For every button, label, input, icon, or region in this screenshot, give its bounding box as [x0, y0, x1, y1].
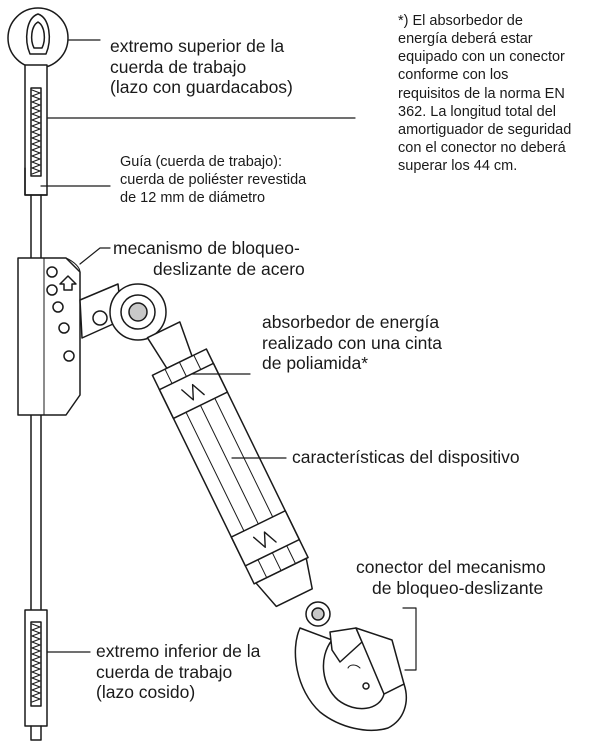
guide-label: Guía (cuerda de trabajo): cuerda de poli… [120, 154, 307, 207]
working-rope [30, 194, 42, 611]
upper-thimble-eye [7, 7, 69, 69]
snap-hook-connector [294, 601, 408, 731]
lower-sewn-sleeve [24, 609, 48, 741]
leader-lines [40, 39, 417, 671]
absorber-ring [109, 283, 167, 341]
lock-mechanism-label: mecanismo de bloqueo- deslizante de acer… [113, 238, 305, 279]
upper-sewn-sleeve [24, 64, 48, 196]
lower-end-label: extremo inferior de la cuerda de trabajo… [96, 641, 261, 703]
connector-label: conector del mecanismo de bloqueo-desliz… [356, 557, 546, 598]
absorber-label: absorbedor de energía realizado con una … [262, 312, 442, 374]
lock-mechanism-body [17, 257, 123, 416]
energy-absorber [146, 321, 313, 608]
upper-end-label: extremo superior de la cuerda de trabajo… [110, 36, 293, 98]
features-label: características del dispositivo [292, 447, 520, 467]
footnote-energy-absorber: *) El absorbedor de energía deberá estar… [398, 13, 572, 174]
